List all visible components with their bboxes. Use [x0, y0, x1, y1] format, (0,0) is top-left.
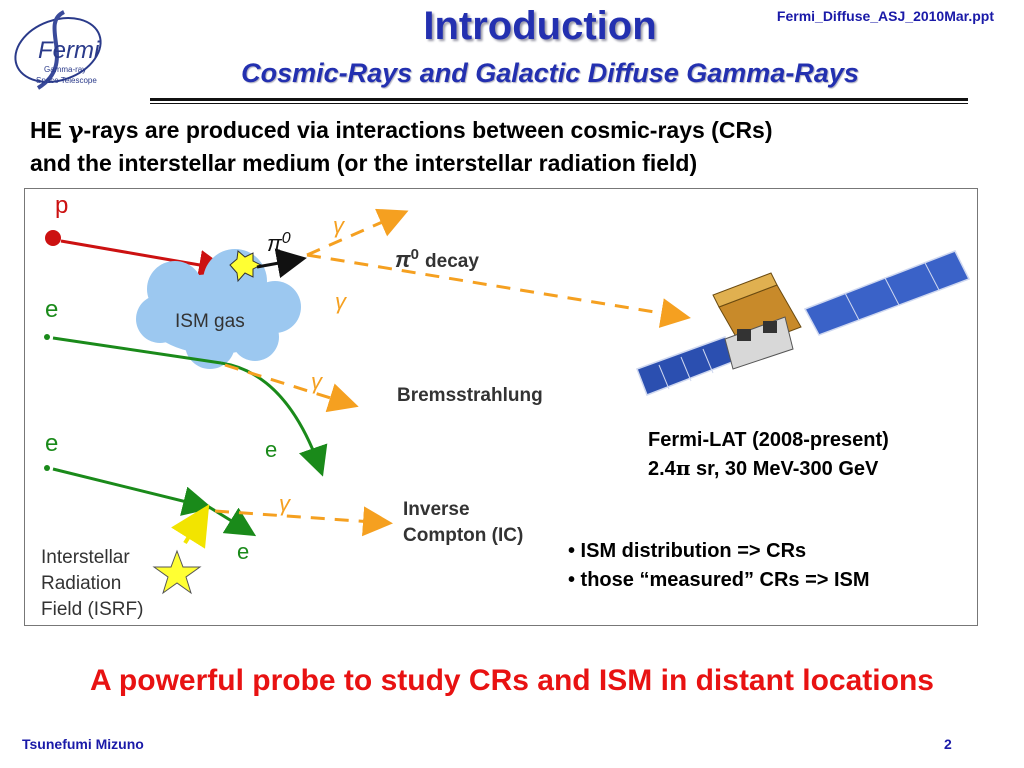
logo-line1: Gamma-ray [44, 65, 86, 74]
slide-subtitle: Cosmic-Rays and Galactic Diffuse Gamma-R… [241, 58, 859, 88]
gamma-ray-to-satellite [306, 253, 691, 328]
ism-gas-label: ISM gas [175, 311, 245, 332]
pi-symbol: π [675, 456, 691, 480]
bremsstrahlung-label: Bremsstrahlung [397, 385, 543, 406]
intro-text: HE γ-rays are produced via interactions … [30, 114, 990, 179]
bullet-item: • ISM distribution => CRs [568, 540, 807, 562]
gamma-symbol-4: γ [279, 491, 292, 516]
title-rule [150, 98, 968, 101]
bullet-item: • those “measured” CRs => ISM [568, 569, 870, 591]
proton-dot [45, 230, 61, 246]
fermi-lat-spec: Fermi-LAT (2008-present) 2.4π sr, 30 MeV… [648, 426, 889, 483]
fermi-spec-line-2: 2.4π sr, 30 MeV-300 GeV [648, 456, 879, 480]
intro-gamma: γ [68, 117, 84, 144]
isrf-label-3: Field (ISRF) [41, 599, 143, 620]
electron-label-3: e [45, 430, 58, 457]
electron-path-3 [52, 467, 213, 516]
electron-label-4: e [237, 539, 249, 564]
logo-title: Fermi [38, 37, 100, 64]
fermi-logo: Fermi Gamma-ray Space Telescope [8, 4, 118, 96]
gamma-ray-ic [214, 506, 393, 537]
isrf-label-2: Radiation [41, 573, 121, 594]
pi0-label: π0 [267, 230, 291, 256]
intro-line-1-rest: -rays are produced via interactions betw… [83, 117, 773, 143]
isrf-label-1: Interstellar [41, 547, 130, 568]
gamma-ray-up [306, 208, 409, 257]
ic-label-1: Inverse [403, 499, 470, 520]
logo-line2: Space Telescope [36, 76, 97, 85]
isrf-photon-arrow [171, 504, 210, 549]
fermi-satellite-icon [636, 250, 971, 396]
file-label: Fermi_Diffuse_ASJ_2010Mar.ppt [776, 8, 994, 24]
ic-label-2: Compton (IC) [403, 525, 523, 546]
fermi-spec-line-1: Fermi-LAT (2008-present) [648, 429, 889, 451]
conclusion-text: A powerful probe to study CRs and ISM in… [90, 664, 934, 697]
electron-dot-3 [44, 465, 50, 471]
gamma-ray-brems [224, 363, 359, 413]
gamma-symbol-2: γ [335, 289, 348, 314]
ism-gas-cloud [136, 249, 301, 369]
slide-title: Introduction [423, 4, 657, 48]
electron-label-1: e [45, 296, 58, 323]
pi0-arrow [256, 248, 307, 279]
electron-deflected-arrow [220, 361, 328, 477]
intro-line-1: HE γ-rays are produced via interactions … [30, 114, 990, 147]
proton-label: p [55, 192, 68, 219]
electron-label-2: e [265, 437, 277, 462]
title-rule-thin [150, 103, 968, 104]
intro-prefix: HE [30, 117, 69, 143]
gamma-symbol-1: γ [333, 213, 346, 238]
intro-line-2: and the interstellar medium (or the inte… [30, 150, 698, 176]
gamma-symbol-3: γ [311, 369, 324, 394]
isrf-star-icon [152, 549, 202, 595]
electron-dot-1 [44, 334, 50, 340]
author-name: Tsunefumi Mizuno [22, 736, 144, 752]
proton-arrow [60, 239, 229, 280]
bullet-list: • ISM distribution => CRs • those “measu… [568, 537, 870, 595]
electron-path-1 [52, 336, 222, 365]
page-number: 2 [944, 736, 952, 752]
